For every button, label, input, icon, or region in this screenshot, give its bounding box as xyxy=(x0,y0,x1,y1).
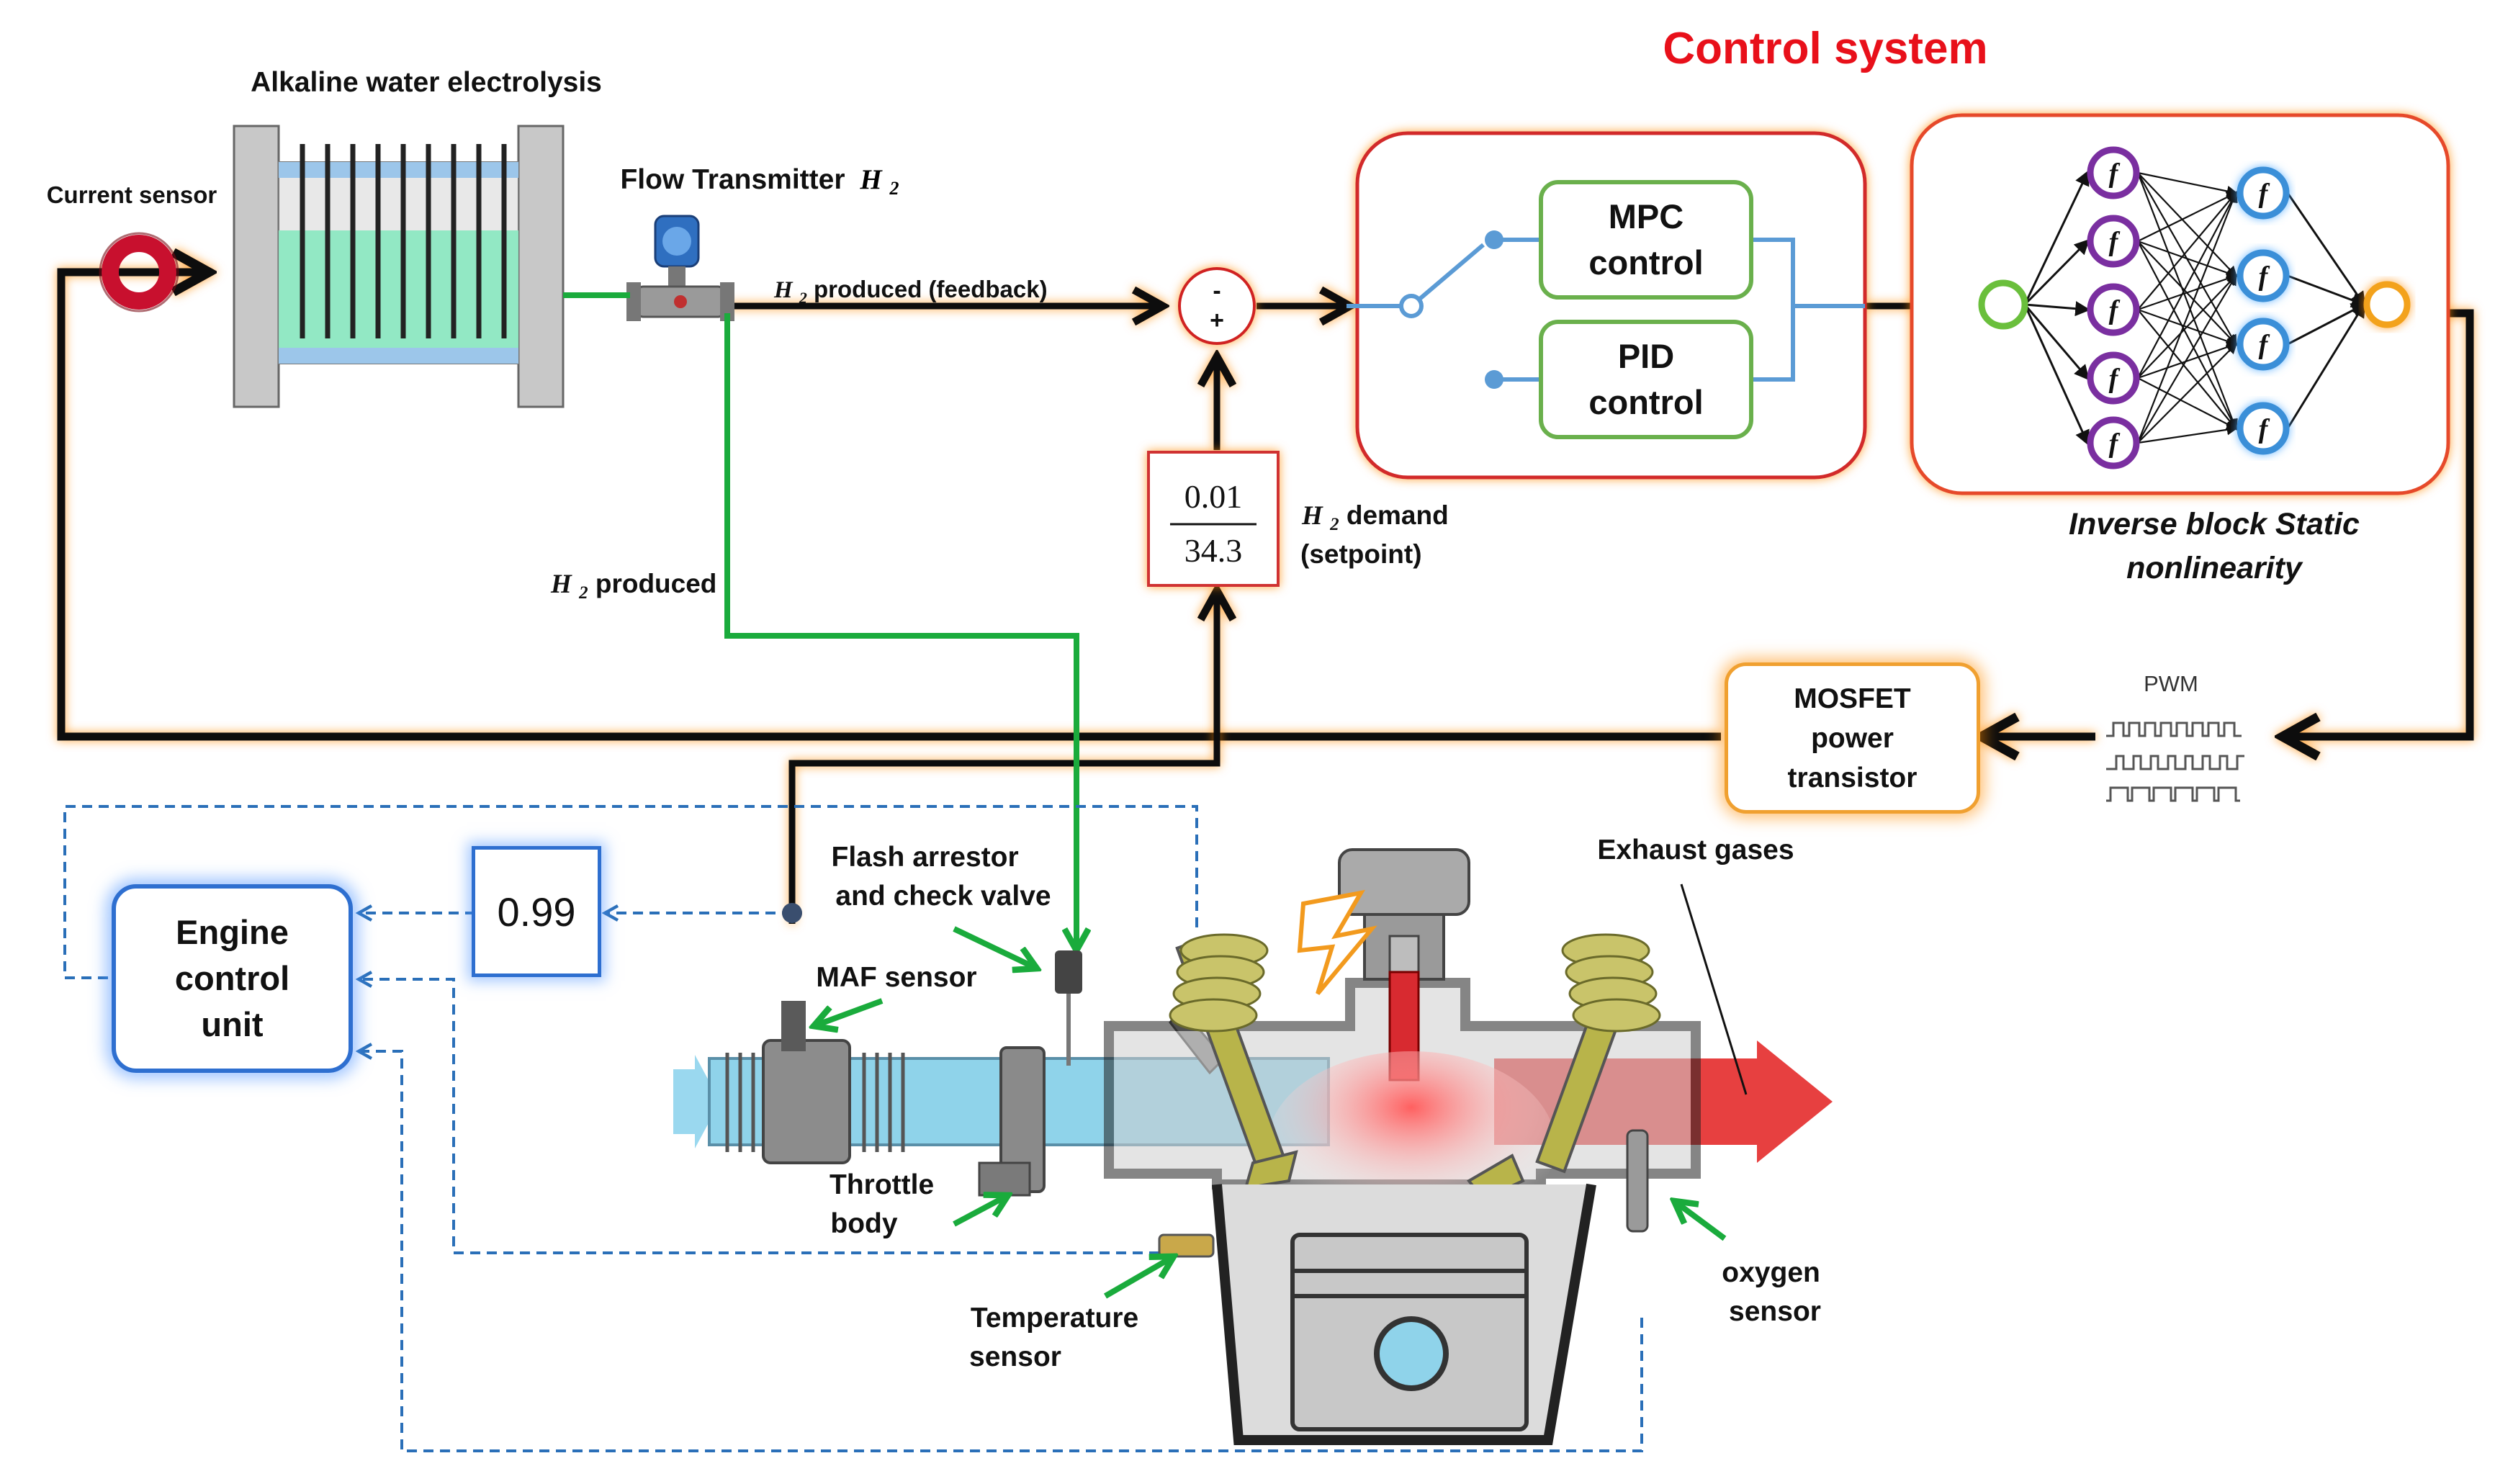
summing-minus: - xyxy=(1213,277,1220,305)
nn-node-symbol: f xyxy=(2109,364,2121,394)
switch-pivot xyxy=(1399,294,1424,318)
electrolyzer-label: Alkaline water electrolysis xyxy=(251,67,602,98)
nn-connection xyxy=(2023,304,2090,381)
nn-node-symbol: f xyxy=(2109,428,2121,459)
electrolyzer-icon xyxy=(233,125,565,408)
demand-block xyxy=(1147,451,1280,587)
flow-transmitter-icon xyxy=(626,215,734,321)
nn-connection xyxy=(2287,274,2367,307)
nn-connection xyxy=(2137,274,2238,379)
h2-feedback-label: H 2 produced (feedback) xyxy=(773,276,1048,308)
mosfet-block: MOSFET power transistor xyxy=(1725,662,1980,814)
demand-numerator: 0.01 xyxy=(1184,478,1243,515)
nn-connection xyxy=(2136,191,2238,444)
nn-connection xyxy=(2286,192,2366,307)
nn-output-node xyxy=(2363,281,2411,328)
throttle-body-label: Throttle body xyxy=(830,1169,942,1239)
current-sensor-label: Current sensor xyxy=(47,181,217,208)
pwm-label: PWM xyxy=(2144,671,2198,696)
mpc-control-block: MPC control xyxy=(1541,182,1751,297)
summing-junction xyxy=(1178,267,1256,345)
ecu-label: Engine control unit xyxy=(174,913,290,1043)
h2-produced-label: H 2 produced xyxy=(550,569,716,604)
nn-connection xyxy=(2137,240,2237,431)
engine-illustration xyxy=(673,848,1833,1445)
flow-transmitter-label: Flow Transmitter H 2 xyxy=(620,164,899,199)
current-sensor-icon xyxy=(99,232,179,312)
pid-block xyxy=(1539,320,1753,439)
nn-connection xyxy=(2137,191,2237,379)
nn-node-symbol: f xyxy=(2259,261,2270,292)
nn-connection xyxy=(2023,170,2090,305)
nn-connection xyxy=(2137,377,2238,430)
demand-label: H 2 demand xyxy=(1301,500,1449,536)
nn-node-symbol: f xyxy=(2259,179,2270,209)
nn-connection xyxy=(2023,239,2090,306)
nn-node-symbol: f xyxy=(2259,414,2270,444)
nn-hidden-node xyxy=(2087,351,2140,405)
maf-value-box: 0.99 xyxy=(472,846,601,977)
nn-connection xyxy=(2137,424,2239,444)
nn-connection xyxy=(2136,172,2238,431)
nn-nodes: f f f f f f f f f xyxy=(1978,146,2411,469)
nn-caption-line1: Inverse block Static xyxy=(2069,507,2360,541)
demand-setpoint-label: (setpoint) xyxy=(1300,539,1422,569)
nn-connection xyxy=(2137,191,2237,310)
engine-annotation-arrows xyxy=(814,926,1727,1299)
nn-connection xyxy=(2137,341,2238,379)
nn-hidden-node xyxy=(2236,166,2290,220)
nn-connection xyxy=(2024,301,2091,317)
mosfet-label: MOSFET power transistor xyxy=(1787,683,1918,793)
pid-control-block: PID control xyxy=(1541,322,1751,437)
maf-signal-node xyxy=(782,903,802,923)
exhaust-gases-label: Exhaust gases xyxy=(1597,835,1794,865)
summing-plus: + xyxy=(1210,307,1224,334)
pwm-waveform-icon xyxy=(2106,721,2244,802)
nn-connection xyxy=(2137,342,2238,444)
nn-hidden-node xyxy=(2236,402,2290,455)
flash-arrestor-label: Flash arrestor and check valve xyxy=(832,842,1051,912)
nn-hidden-node xyxy=(2236,318,2290,371)
nn-connection xyxy=(2137,172,2238,278)
mpc-block xyxy=(1539,180,1753,300)
maf-value: 0.99 xyxy=(497,889,576,935)
nn-hidden-node xyxy=(2236,249,2290,302)
nn-hidden-node xyxy=(2087,416,2140,469)
ecu-signal-lines xyxy=(63,805,1643,1452)
nn-hidden-node xyxy=(2087,283,2140,336)
nn-connection xyxy=(2137,171,2239,197)
h2-produced-line xyxy=(724,313,1076,950)
maf-sensor-label: MAF sensor xyxy=(816,962,976,993)
nn-connection xyxy=(2137,240,2238,279)
exhaust-pointer xyxy=(1680,883,1748,1095)
nn-hidden-node xyxy=(2087,146,2140,199)
nn-connection xyxy=(2137,309,2237,431)
nn-node-symbol: f xyxy=(2109,158,2121,189)
nn-connection xyxy=(2137,274,2237,444)
nn-connection xyxy=(2137,192,2238,242)
control-system-title: Control system xyxy=(1663,24,1987,73)
nn-input-node xyxy=(1978,279,2028,330)
nn-block xyxy=(1910,113,2450,495)
nn-node-symbol: f xyxy=(2109,295,2121,325)
engine-control-unit: Engine control unit xyxy=(112,884,353,1073)
nn-node-symbol: f xyxy=(2259,330,2270,360)
nn-edges xyxy=(2023,170,2367,446)
nn-caption-line2: nonlinearity xyxy=(2126,551,2303,585)
mpc-control-label: MPC control xyxy=(1588,197,1704,282)
oxygen-sensor-label: oxygen sensor xyxy=(1722,1257,1828,1327)
demand-denominator: 34.3 xyxy=(1184,532,1243,569)
pid-control-label: PID control xyxy=(1588,337,1704,421)
nn-connection xyxy=(2137,273,2238,311)
nn-hidden-node xyxy=(2087,215,2140,268)
nn-connection xyxy=(2286,302,2366,429)
nn-node-symbol: f xyxy=(2109,227,2121,257)
temperature-sensor-label: Temperature sensor xyxy=(969,1303,1146,1372)
switch-contact-pid xyxy=(1485,370,1503,389)
nn-connection xyxy=(2023,304,2090,446)
switch-contact-mpc xyxy=(1485,230,1503,249)
